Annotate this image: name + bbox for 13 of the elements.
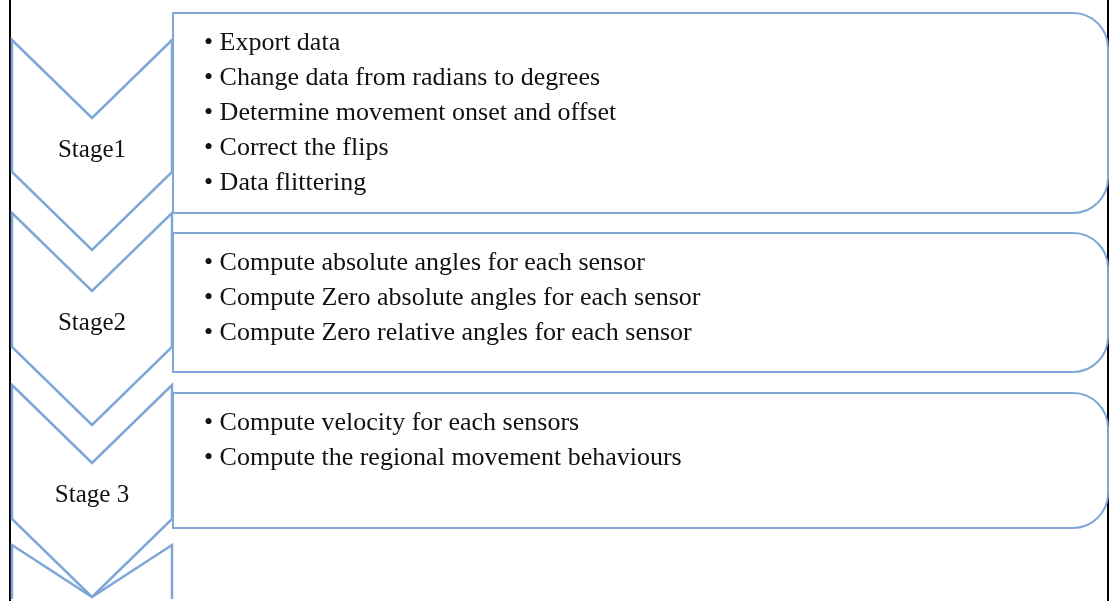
bullet-item: • Correct the flips <box>204 131 390 163</box>
bullet-item: • Compute Zero absolute angles for each sensor <box>204 281 702 313</box>
bullet-item: • Compute velocity for each sensors <box>204 406 581 438</box>
stage-label: Stage1 <box>56 135 127 163</box>
bullet-item: • Compute the regional movement behaviours <box>204 441 683 473</box>
bullet-item: • Compute absolute angles for each sensor <box>204 246 646 278</box>
bullet-item: • Compute Zero relative angles for each sensor <box>204 316 693 348</box>
stage-label: Stage 3 <box>53 480 131 508</box>
bullet-item: • Data flittering <box>204 166 368 198</box>
bullet-item: • Export data <box>204 26 342 58</box>
bullet-item: • Determine movement onset and offset <box>204 96 618 128</box>
bullet-item: • Change data from radians to degrees <box>204 61 602 93</box>
stage-label: Stage2 <box>56 308 127 336</box>
